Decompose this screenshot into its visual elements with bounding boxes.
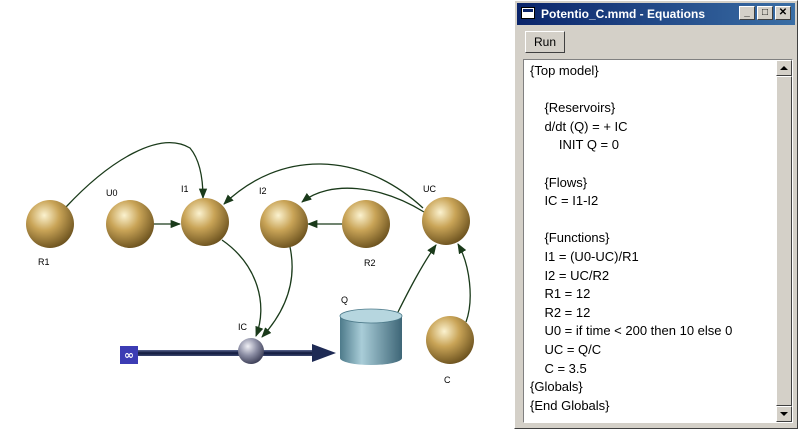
- link-i2-ic: [261, 246, 293, 338]
- flow-pipe: [138, 350, 316, 356]
- link-q-uc: [397, 244, 437, 313]
- code-line: [530, 81, 770, 100]
- code-line: {Reservoirs}: [530, 100, 616, 116]
- node-r1[interactable]: [26, 200, 74, 248]
- equations-editor[interactable]: {Top model} {Reservoirs} d/dt (Q) = + IC…: [523, 59, 793, 423]
- code-line: U0 = if time < 200 then 10 else 0: [530, 323, 733, 339]
- model-diagram: ∞ IC Q R1 U0 I1 I2 R2 UC C: [26, 142, 474, 385]
- flow-arrowhead: [312, 344, 336, 362]
- code-line: INIT Q = 0: [530, 137, 619, 153]
- equations-window: Potentio_C.mmd - Equations _ □ ✕ Run {To…: [514, 0, 798, 429]
- code-line: R1 = 12: [530, 286, 591, 302]
- code-line: I2 = UC/R2: [530, 267, 610, 283]
- label-r1: R1: [38, 257, 50, 267]
- link-i1-ic: [221, 239, 264, 337]
- node-i1[interactable]: [181, 198, 229, 246]
- node-c[interactable]: [426, 316, 474, 364]
- run-button[interactable]: Run: [525, 31, 565, 53]
- scroll-thumb[interactable]: [776, 76, 792, 406]
- source-box[interactable]: [120, 346, 138, 364]
- toolbar: Run: [517, 27, 795, 57]
- window-icon: [521, 7, 535, 19]
- node-i2[interactable]: [260, 200, 308, 248]
- infinity-icon: ∞: [124, 348, 134, 362]
- code-line: UC = Q/C: [530, 341, 602, 357]
- label-c: C: [444, 375, 451, 385]
- label-ic: IC: [238, 322, 248, 332]
- link-r1-i1: [65, 142, 208, 208]
- close-button[interactable]: ✕: [775, 6, 791, 20]
- code-line: [530, 211, 770, 230]
- code-line: IC = I1-I2: [530, 193, 599, 209]
- vertical-scrollbar[interactable]: [776, 60, 792, 422]
- node-u0[interactable]: [106, 200, 154, 248]
- code-line: C = 3.5: [530, 360, 587, 376]
- label-i1: I1: [181, 184, 189, 194]
- code-line: {Top model}: [530, 63, 599, 78]
- code-line: d/dt (Q) = + IC: [530, 118, 628, 134]
- label-i2: I2: [259, 186, 267, 196]
- label-uc: UC: [423, 184, 436, 194]
- label-u0: U0: [106, 188, 118, 198]
- reservoir-q[interactable]: [339, 308, 403, 365]
- code-line: {Flows}: [530, 174, 588, 190]
- valve-ic[interactable]: [238, 338, 264, 364]
- code-line: {Globals}: [530, 379, 583, 395]
- link-uc-i2: [301, 187, 425, 213]
- scroll-up-button[interactable]: [776, 60, 792, 76]
- code-line: {Functions}: [530, 230, 610, 246]
- code-line: I1 = (U0-UC)/R1: [530, 248, 639, 264]
- node-uc[interactable]: [422, 197, 470, 245]
- link-uc-i1: [223, 163, 424, 209]
- code-line: [530, 155, 770, 174]
- maximize-button[interactable]: □: [757, 6, 773, 20]
- code-line: R2 = 12: [530, 304, 591, 320]
- window-title: Potentio_C.mmd - Equations: [541, 7, 706, 21]
- equations-text[interactable]: {Top model} {Reservoirs} d/dt (Q) = + IC…: [530, 62, 770, 418]
- label-r2: R2: [364, 258, 376, 268]
- minimize-button[interactable]: _: [739, 6, 755, 20]
- code-line: {End Globals}: [530, 397, 610, 413]
- link-c-uc: [457, 243, 471, 323]
- title-bar[interactable]: Potentio_C.mmd - Equations _ □ ✕: [517, 3, 795, 25]
- label-q: Q: [341, 295, 348, 305]
- scroll-down-button[interactable]: [776, 406, 792, 422]
- node-r2[interactable]: [342, 200, 390, 248]
